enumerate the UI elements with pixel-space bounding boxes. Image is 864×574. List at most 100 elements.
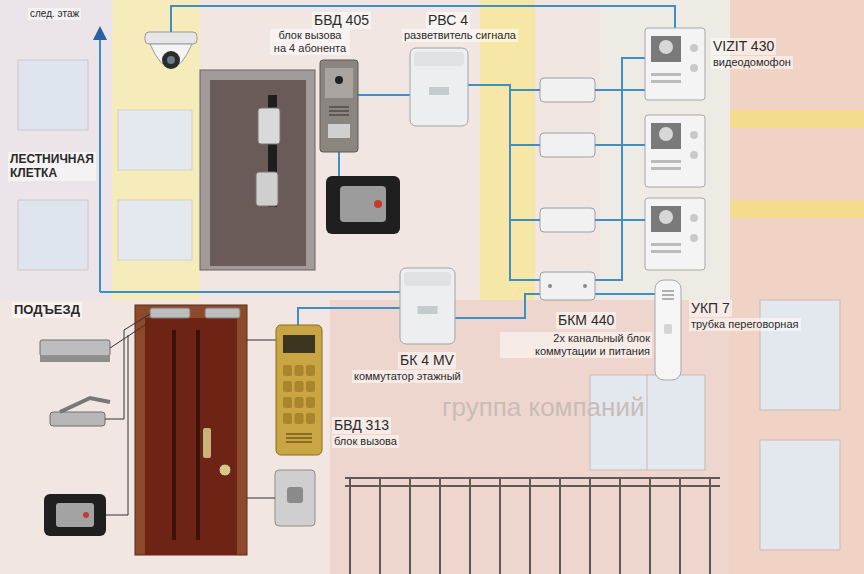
- monitor-unit: [659, 210, 673, 224]
- device-name: VIZIT 430: [711, 38, 776, 55]
- device-shape: [400, 268, 455, 344]
- building-facade: [590, 375, 705, 470]
- zone-label: ЛЕСТНИЧНАЯ КЛЕТКА: [8, 152, 96, 181]
- entrance-door: [172, 330, 176, 540]
- building-facade: [760, 440, 840, 550]
- monitor-unit: [645, 115, 705, 187]
- stairwell-door: [200, 70, 315, 270]
- device-shape: [306, 397, 315, 408]
- building-facade: [480, 0, 535, 300]
- building-facade: [760, 300, 840, 410]
- switch-unit: [540, 78, 595, 102]
- signal-wire: [99, 40, 101, 292]
- device-description: видеодомофон: [711, 56, 793, 69]
- entrance-door: [219, 464, 231, 476]
- signal-connector: [595, 293, 655, 295]
- monitor-unit: [645, 115, 705, 187]
- monitor-unit: [651, 167, 681, 170]
- device-shape: [283, 397, 292, 408]
- device-shape: [645, 28, 705, 100]
- device-name: РВС 4: [426, 12, 470, 29]
- door-wiring: [106, 335, 128, 515]
- balcony-railing: [345, 485, 720, 487]
- device-name: БК 4 MV: [398, 352, 456, 369]
- device-shape: [286, 433, 312, 435]
- balcony-railing: [499, 478, 501, 574]
- device-shape: [286, 441, 312, 443]
- signal-wire: [338, 152, 340, 176]
- magnetic-lock: [40, 356, 110, 362]
- card-reader: [44, 494, 106, 536]
- device-description: коммутатор этажный: [352, 370, 463, 383]
- building-facade: [118, 110, 192, 170]
- signal-wire: [595, 144, 645, 146]
- stairwell-door: [210, 80, 306, 266]
- signal-wire: [100, 291, 400, 293]
- card-reader: [44, 494, 106, 536]
- entrance-door: [135, 305, 247, 555]
- device-shape: [404, 272, 451, 286]
- entrance-door: [196, 330, 200, 540]
- device-shape: [400, 268, 455, 344]
- building-facade: [0, 0, 112, 300]
- building-facade: [730, 200, 864, 218]
- dome-camera: [167, 56, 175, 64]
- monitor-unit: [690, 214, 698, 222]
- building-facade: [18, 60, 88, 130]
- exit-button: [275, 470, 315, 526]
- signal-wire: [100, 6, 675, 292]
- device-shape: [295, 397, 304, 408]
- switch-unit: [540, 208, 595, 232]
- monitor-unit: [651, 123, 681, 149]
- signal-wire: [595, 219, 645, 221]
- device-shape: [410, 48, 468, 126]
- door-closer: [60, 398, 110, 412]
- balcony-railing: [345, 477, 720, 479]
- device-shape: [325, 68, 353, 98]
- dome-camera: [145, 32, 197, 44]
- device-name: БВД 313: [332, 417, 391, 434]
- signal-splitter: РВС 4разветвитель сигнала: [410, 48, 468, 126]
- floor-note: след. этаж: [28, 8, 81, 20]
- device-shape: [651, 73, 681, 76]
- device-shape: [283, 335, 315, 353]
- device-shape: [662, 294, 674, 296]
- door-wiring: [105, 314, 276, 515]
- monitor-unit: [645, 198, 705, 270]
- signal-wire: [510, 89, 540, 91]
- device-shape: [320, 60, 358, 152]
- entrance-door: [135, 305, 247, 555]
- signal-connector: [298, 308, 400, 325]
- monitor-unit: [651, 160, 681, 163]
- device-name: БВД 405: [312, 12, 371, 29]
- device-shape: [306, 365, 315, 376]
- device-shape: [662, 290, 674, 292]
- intercom-handset: УКП 7трубка переговорная: [655, 280, 681, 380]
- video-monitor: VIZIT 430видеодомофон: [645, 28, 705, 100]
- switch-power-unit: БКМ 4402х канальный блок коммутации и пи…: [540, 272, 595, 300]
- next-floor-arrow: [93, 26, 107, 40]
- card-reader: [83, 512, 89, 518]
- zone-label: ПОДЪЕЗД: [12, 302, 82, 318]
- magnetic-lock: [40, 340, 110, 362]
- balcony-railing: [709, 478, 711, 574]
- balcony-railing: [529, 478, 531, 574]
- device-shape: [276, 325, 322, 455]
- entrance-door: [150, 308, 190, 318]
- stairwell-door: [256, 172, 278, 206]
- exit-button: [275, 470, 315, 526]
- balcony-railing: [345, 478, 720, 574]
- device-shape: [286, 437, 312, 439]
- device-shape: [283, 413, 292, 424]
- floor-switch: БК 4 MVкоммутатор этажный: [400, 268, 455, 344]
- device-shape: [295, 365, 304, 376]
- device-shape: [328, 124, 350, 138]
- stairwell-door: [200, 70, 315, 270]
- device-description: 2х канальный блок коммутации и питания: [500, 332, 652, 358]
- call-panel: БВД 313блок вызова: [276, 325, 322, 455]
- watermark: группа компаний: [440, 392, 646, 423]
- building-facade: [118, 200, 192, 260]
- signal-wire: [510, 219, 540, 221]
